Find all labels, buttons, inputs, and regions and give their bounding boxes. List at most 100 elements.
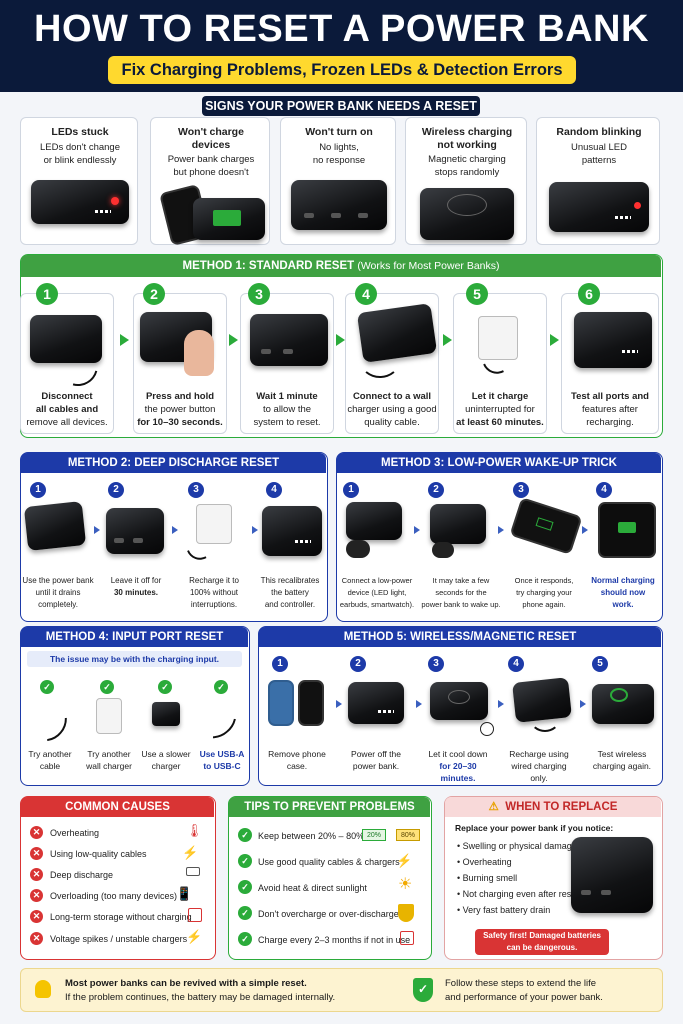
shield-icon xyxy=(398,904,414,922)
footer: Most power banks can be revived with a s… xyxy=(20,968,663,1012)
method4-note: The issue may be with the charging input… xyxy=(27,651,242,667)
power-bank-icon xyxy=(574,312,652,368)
arrow-icon xyxy=(498,526,504,534)
check-icon: ✓ xyxy=(214,680,228,694)
cable-icon xyxy=(530,706,560,732)
arrow-icon xyxy=(172,526,178,534)
arrow-icon xyxy=(120,334,129,346)
earbuds-icon xyxy=(346,540,370,558)
page-title: HOW TO RESET A POWER BANK xyxy=(34,8,649,50)
sign-card-wont-turn-on: Won't turn on No lights, no response xyxy=(280,117,396,245)
arrow-icon xyxy=(498,700,504,708)
method4-heading: METHOD 4: INPUT PORT RESET xyxy=(21,627,248,647)
power-bank-icon xyxy=(348,682,404,724)
wall-charger-icon xyxy=(478,316,518,360)
check-icon: ✓ xyxy=(238,854,252,868)
signs-heading: SIGNS YOUR POWER BANK NEEDS A RESET xyxy=(202,96,480,116)
battery-20-badge: 20% xyxy=(362,829,386,841)
wireless-power-bank-icon xyxy=(430,682,488,720)
power-bank-icon xyxy=(23,501,87,551)
check-icon: ✓ xyxy=(238,828,252,842)
tips-section: TIPS TO PREVENT PROBLEMS xyxy=(228,796,432,960)
check-icon: ✓ xyxy=(238,906,252,920)
x-icon: ✕ xyxy=(30,910,43,923)
cable-icon: ⚡ xyxy=(182,845,199,860)
thermometer-icon: 🌡 xyxy=(186,823,203,838)
arrow-icon xyxy=(416,700,422,708)
arrow-icon xyxy=(580,700,586,708)
cable-icon: ⚡ xyxy=(396,853,413,868)
method1-step-6-number: 6 xyxy=(578,283,600,305)
method4-section: METHOD 4: INPUT PORT RESET The issue may… xyxy=(20,626,250,786)
warning-icon: ⚠ xyxy=(488,801,499,813)
check-icon: ✓ xyxy=(238,932,252,946)
x-icon: ✕ xyxy=(30,889,43,902)
arrow-icon xyxy=(336,334,345,346)
arrow-icon xyxy=(94,526,100,534)
x-icon: ✕ xyxy=(30,847,43,860)
wall-charger-icon xyxy=(96,698,122,734)
power-bank-icon xyxy=(31,180,129,224)
replace-section: ⚠ WHEN TO REPLACE Replace your power ban… xyxy=(444,796,663,960)
arrow-icon xyxy=(414,526,420,534)
power-bank-icon xyxy=(106,508,164,554)
method1-section: METHOD 1: STANDARD RESET (Works for Most… xyxy=(20,254,663,438)
lightning-icon: ⚡ xyxy=(186,929,203,944)
phone-icon xyxy=(298,680,324,726)
power-bank-icon xyxy=(291,180,387,230)
lightbulb-icon xyxy=(35,980,51,998)
power-bank-icon xyxy=(193,198,265,240)
wireless-power-bank-icon xyxy=(592,684,654,724)
wall-charger-icon xyxy=(196,504,232,544)
arrow-icon xyxy=(550,334,559,346)
power-bank-icon xyxy=(262,506,322,556)
power-bank-icon xyxy=(549,182,649,232)
power-bank-icon xyxy=(250,314,328,366)
shield-check-icon: ✓ xyxy=(413,978,433,1002)
sun-icon: ☀ xyxy=(398,876,413,893)
check-icon: ✓ xyxy=(100,680,114,694)
arrow-icon xyxy=(252,526,258,534)
finger-icon xyxy=(184,330,214,376)
check-icon: ✓ xyxy=(40,680,54,694)
method1-step-3-number: 3 xyxy=(248,283,270,305)
calendar-icon xyxy=(400,931,414,945)
method2-heading: METHOD 2: DEEP DISCHARGE RESET xyxy=(21,453,326,473)
method1-step-2-number: 2 xyxy=(143,283,165,305)
arrow-icon xyxy=(582,526,588,534)
check-icon: ✓ xyxy=(238,880,252,894)
sign-card-random-blinking: Random blinking Unusual LED patterns xyxy=(536,117,660,245)
phone-icon xyxy=(598,502,656,558)
calendar-icon xyxy=(188,908,202,922)
method1-heading: METHOD 1: STANDARD RESET (Works for Most… xyxy=(21,255,661,277)
cable-icon xyxy=(360,344,400,378)
x-icon: ✕ xyxy=(30,868,43,881)
tips-heading: TIPS TO PREVENT PROBLEMS xyxy=(229,797,430,817)
sign-card-wont-charge: Won't charge devices Power bank charges … xyxy=(150,117,270,247)
arrow-icon xyxy=(336,700,342,708)
method1-step-4-number: 4 xyxy=(355,283,377,305)
arrow-icon xyxy=(229,334,238,346)
safety-warning-badge: Safety first! Damaged batteries can be d… xyxy=(475,929,609,955)
check-icon: ✓ xyxy=(158,680,172,694)
method1-step-1-number: 1 xyxy=(36,283,58,305)
devices-icon: 📱 xyxy=(176,886,193,901)
power-bank-icon xyxy=(346,502,402,540)
method5-heading: METHOD 5: WIRELESS/MAGNETIC RESET xyxy=(259,627,661,647)
replace-heading: ⚠ WHEN TO REPLACE xyxy=(445,797,661,817)
sign-card-wireless: Wireless charging not working Magnetic c… xyxy=(405,117,527,245)
earbuds-icon xyxy=(432,542,454,558)
arrow-icon xyxy=(443,334,452,346)
timer-icon xyxy=(480,722,494,736)
phone-case-icon xyxy=(268,680,294,726)
header: HOW TO RESET A POWER BANK Fix Charging P… xyxy=(0,0,683,92)
charger-icon xyxy=(152,702,180,726)
page-subtitle: Fix Charging Problems, Frozen LEDs & Det… xyxy=(108,56,576,84)
causes-heading: COMMON CAUSES xyxy=(21,797,214,817)
sign-card-leds-stuck: LEDs stuck LEDs don't change or blink en… xyxy=(20,117,138,245)
wireless-power-bank-icon xyxy=(420,188,514,240)
causes-section: COMMON CAUSES xyxy=(20,796,216,960)
x-icon: ✕ xyxy=(30,826,43,839)
x-icon: ✕ xyxy=(30,932,43,945)
power-bank-icon xyxy=(430,504,486,544)
